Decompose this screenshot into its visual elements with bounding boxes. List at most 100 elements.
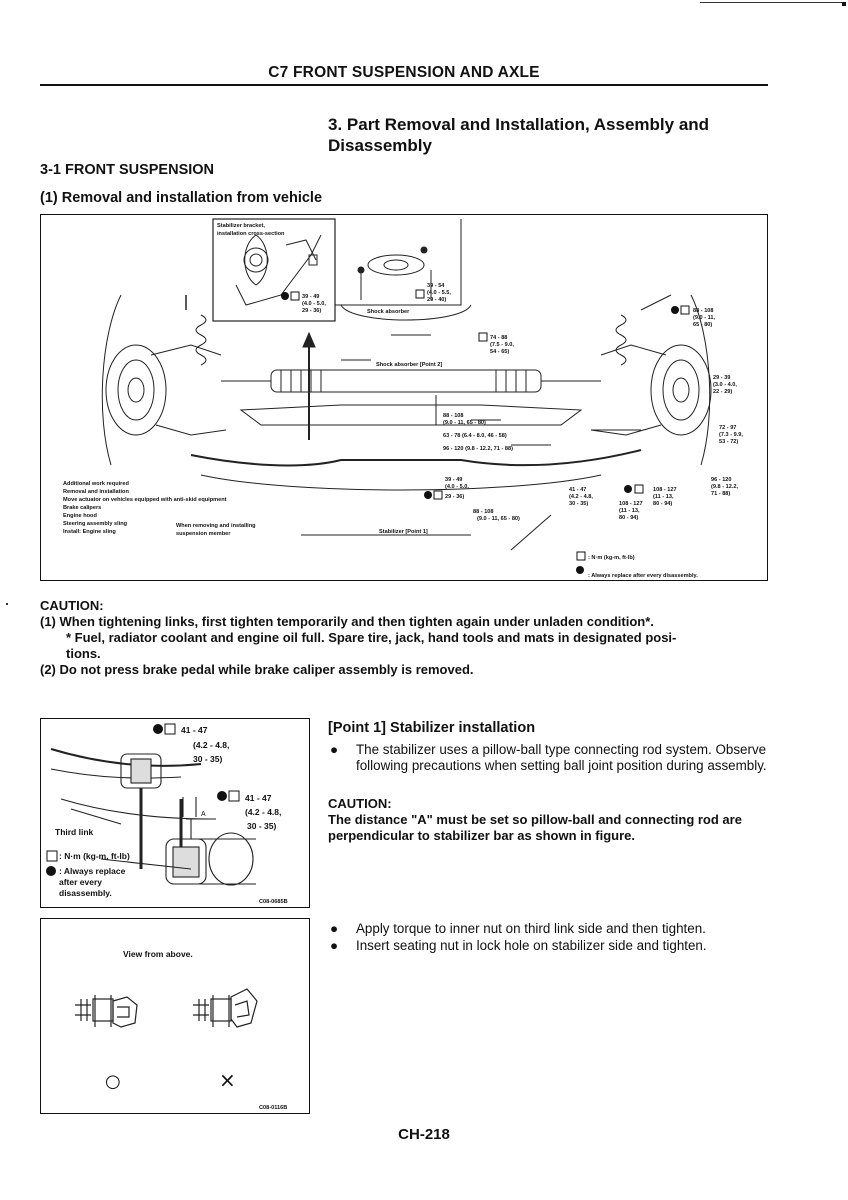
caution-heading: CAUTION:	[40, 598, 104, 613]
torque-j3: 80 - 94)	[619, 515, 638, 521]
torque-l2: (4.0 - 5.0,	[445, 484, 469, 490]
ng-bolt-drawing	[193, 988, 258, 1028]
point1-title: [Point 1] Stabilizer installation	[328, 720, 536, 736]
suspension-diagram-svg: Stabilizer bracket, installation cross-s…	[63, 218, 743, 579]
point1-text-2: Apply torque to inner nut on third link …	[356, 921, 706, 936]
torque-j2: (11 - 13,	[619, 508, 640, 514]
ok-mark: ○	[105, 1071, 121, 1092]
note-8: When removing and installing	[176, 523, 256, 529]
torque-wrench-icons	[281, 289, 690, 574]
torque-g2: (7.3 - 9.9,	[719, 432, 743, 438]
point1-bullets-2: ● Apply torque to inner nut on third lin…	[328, 920, 768, 954]
torque-b3: 29 - 40)	[427, 297, 446, 303]
torque-c1: 74 - 88	[490, 335, 507, 341]
torque-e2: (9.0 - 11, 65 - 80)	[443, 420, 486, 426]
note-4: Brake calipers	[63, 505, 101, 511]
inset-title-1: Stabilizer bracket,	[217, 223, 265, 229]
note-1: Additional work required	[63, 481, 129, 487]
torque-k2: (4.2 - 4.8,	[569, 494, 593, 500]
view-from-above-figure: View from above. ○ × C08-0116B	[40, 918, 310, 1114]
torque-b2: (4.0 - 5.5,	[427, 290, 451, 296]
bullet-dot: ●	[330, 921, 339, 936]
torque-i2: (11 - 13,	[653, 494, 674, 500]
point1-body: ● The stabilizer uses a pillow-ball type…	[328, 742, 768, 774]
shock-absorber-label: Shock absorber	[367, 309, 410, 315]
torque-b1: 39 - 54	[427, 283, 445, 289]
stabilizer-link-svg: A 41 - 47 (4.2 - 4.8, 30 - 35) 41 - 47 (…	[46, 723, 288, 905]
ok-bolt-drawing	[75, 995, 138, 1028]
note-7: Install: Engine sling	[63, 529, 116, 535]
point1-bullet-2: ● Apply torque to inner nut on third lin…	[328, 920, 768, 937]
caution-item-2: (2) Do not press brake pedal while brake…	[40, 662, 474, 677]
ng-mark: ×	[219, 1068, 236, 1092]
inset-bushing	[244, 234, 268, 286]
fig1-torque-mid2: (4.2 - 4.8,	[245, 807, 281, 817]
torque-e4: 96 - 120 (9.8 - 12.2, 71 - 88)	[443, 446, 513, 452]
fig1-legend-replace-2: after every	[59, 877, 102, 887]
inset-title-2: installation cross-section	[217, 231, 285, 237]
stabilizer-point1-label: Stabilizer [Point 1]	[379, 529, 428, 535]
torque-d2: (9.0 - 11,	[693, 315, 716, 321]
torque-h2: (9.8 - 12.2,	[711, 484, 738, 490]
torque-m1: 88 - 108	[473, 509, 494, 515]
torque-g1: 72 - 97	[719, 425, 736, 431]
page-number: CH-218	[398, 1126, 450, 1143]
view-from-above-svg: View from above. ○ × C08-0116B	[75, 949, 287, 1111]
label-a: A	[201, 811, 206, 818]
torque-g3: 53 - 72)	[719, 439, 738, 445]
legend-replace: : Always replace after every disassembly…	[588, 573, 698, 579]
note-2: Removal and installation	[63, 489, 129, 495]
torque-e3: 63 - 78 (6.4 - 8.0, 46 - 58)	[443, 433, 507, 439]
torque-c2: (7.5 - 9.0,	[490, 342, 514, 348]
torque-j1: 108 - 127	[619, 501, 643, 507]
stabilizer-link-figure: A 41 - 47 (4.2 - 4.8, 30 - 35) 41 - 47 (…	[40, 718, 310, 908]
subsubsection-title: (1) Removal and installation from vehicl…	[40, 190, 323, 206]
fig2-code: C08-0116B	[259, 1105, 287, 1111]
note-9: suspension member	[176, 531, 231, 537]
shock-point2-label: Shock absorber [Point 2]	[376, 362, 442, 368]
corner-mark	[700, 2, 846, 6]
caution-item-1-note-b: tions.	[66, 646, 101, 661]
torque-e1: 88 - 108	[443, 413, 464, 419]
fig1-torque-mid1: 41 - 47	[245, 793, 272, 803]
torque-i3: 80 - 94)	[653, 501, 672, 507]
point1-caution-heading: CAUTION:	[328, 796, 392, 811]
torque-a2: (4.0 - 5.0,	[302, 301, 326, 307]
torque-h3: 71 - 88)	[711, 491, 730, 497]
fig1-torque-top3: 30 - 35)	[193, 754, 222, 764]
torque-h1: 96 - 120	[711, 477, 732, 483]
caution-block: CAUTION: (1) When tightening links, firs…	[40, 598, 770, 678]
torque-l3: 29 - 36)	[445, 494, 464, 500]
fig1-third-link: Third link	[55, 827, 94, 837]
fig1-torque-mid3: 30 - 35)	[247, 821, 276, 831]
note-3: Move actuator on vehicles equipped with …	[63, 497, 227, 503]
torque-d1: 88 - 108	[693, 308, 714, 314]
point1-text-3: Insert seating nut in lock hole on stabi…	[356, 938, 707, 953]
point1-caution-text: The distance "A" must be set so pillow-b…	[328, 812, 742, 843]
note-6: Steering assembly sling	[63, 521, 128, 527]
torque-m2: (9.0 - 11, 65 - 80)	[477, 516, 520, 522]
torque-a3: 29 - 36)	[302, 308, 321, 314]
point1-text-1: The stabilizer uses a pillow-ball type c…	[356, 742, 767, 773]
chapter-title: C7 FRONT SUSPENSION AND AXLE	[268, 64, 540, 81]
torque-k1: 41 - 47	[569, 487, 586, 493]
subsection-title: 3-1 FRONT SUSPENSION	[40, 162, 215, 178]
torque-a1: 39 - 49	[302, 294, 319, 300]
section-title: 3. Part Removal and Installation, Assemb…	[328, 115, 710, 155]
torque-l1: 39 - 49	[445, 477, 462, 483]
point1-caution: CAUTION: The distance "A" must be set so…	[328, 796, 768, 844]
chapter-rule	[40, 84, 768, 86]
point1-bullet-3: ● Insert seating nut in lock hole on sta…	[328, 937, 768, 954]
legend-torque: : N·m (kg-m, ft-lb)	[588, 555, 635, 561]
point1-bullet-1: ● The stabilizer uses a pillow-ball type…	[328, 742, 768, 774]
fig1-legend-torque: : N·m (kg-m, ft-lb)	[59, 851, 130, 861]
fig1-legend-replace-3: disassembly.	[59, 888, 112, 898]
torque-d3: 65 - 80)	[693, 322, 712, 328]
torque-f3: 22 - 29)	[713, 389, 732, 395]
torque-k3: 30 - 35)	[569, 501, 588, 507]
note-5: Engine hood	[63, 513, 97, 519]
torque-i1: 108 - 127	[653, 487, 677, 493]
torque-f1: 29 - 39	[713, 375, 730, 381]
scan-speck	[6, 603, 8, 605]
fig1-code: C08-0685B	[259, 899, 288, 905]
